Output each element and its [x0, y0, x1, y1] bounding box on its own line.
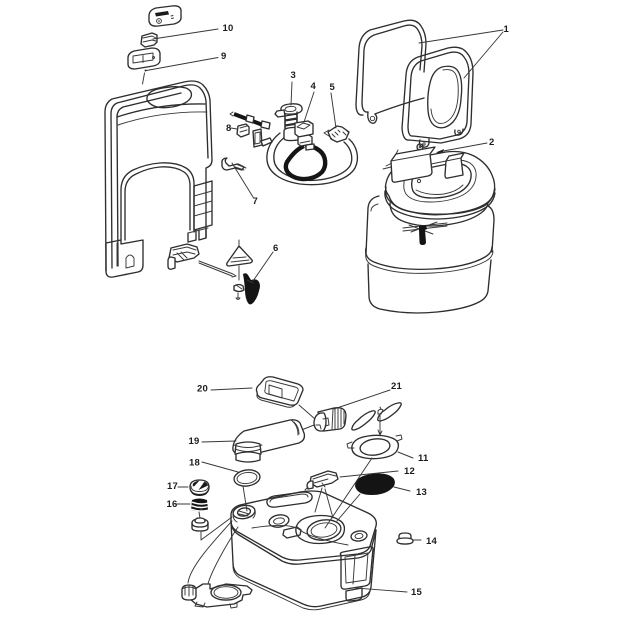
svg-text:4: 4 [311, 81, 317, 92]
svg-text:18: 18 [189, 458, 200, 469]
svg-text:20: 20 [197, 384, 208, 395]
svg-text:5: 5 [330, 82, 336, 93]
svg-text:6: 6 [273, 243, 278, 254]
svg-text:7: 7 [253, 196, 258, 207]
svg-text:15: 15 [411, 587, 422, 598]
svg-text:13: 13 [416, 487, 427, 498]
svg-text:21: 21 [391, 381, 402, 392]
svg-text:2: 2 [489, 137, 494, 148]
svg-text:19: 19 [189, 436, 200, 447]
svg-text:1: 1 [504, 24, 510, 35]
svg-text:16: 16 [167, 499, 178, 510]
svg-text:8: 8 [226, 123, 231, 134]
svg-text:17: 17 [167, 481, 178, 492]
svg-text:14: 14 [426, 536, 437, 547]
svg-text:12: 12 [404, 466, 415, 477]
svg-text:3: 3 [291, 70, 296, 81]
svg-text:9: 9 [221, 51, 226, 62]
svg-text:10: 10 [223, 23, 234, 34]
svg-text:11: 11 [418, 453, 429, 464]
